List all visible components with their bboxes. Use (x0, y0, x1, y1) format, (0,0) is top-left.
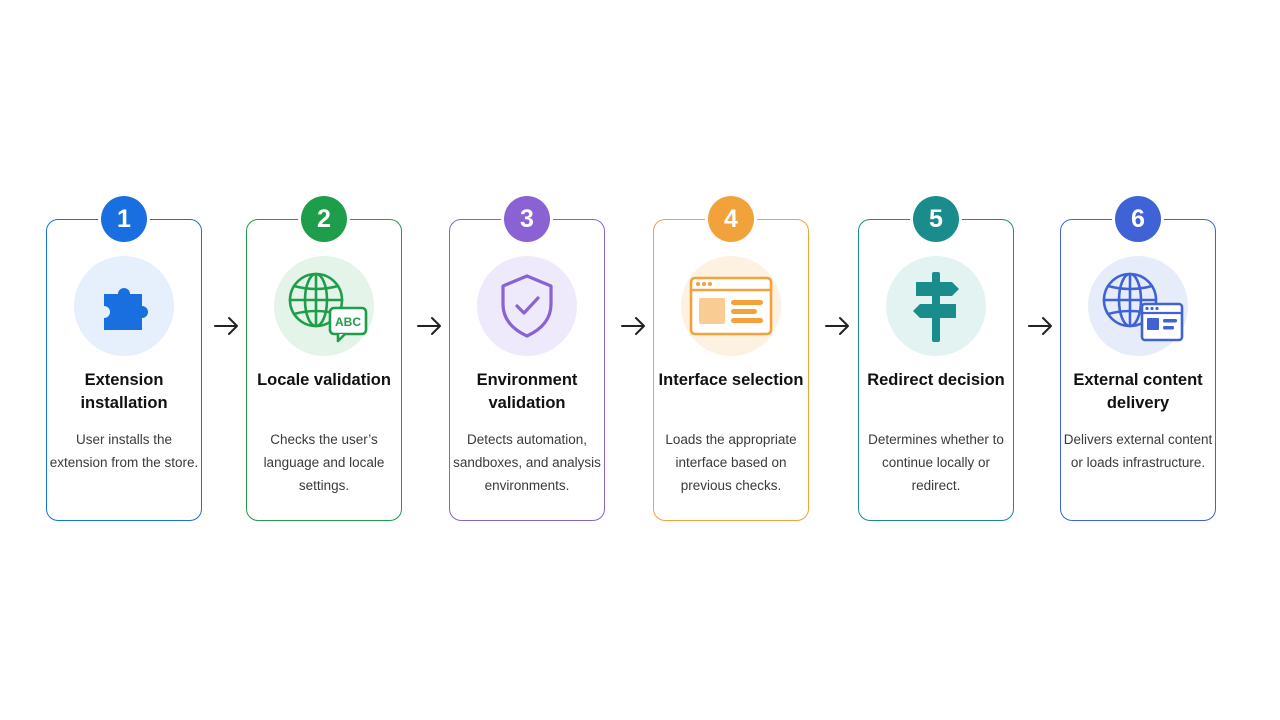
step-card-redirect-decision: 5 Redirect decision Determines whether t… (858, 196, 1014, 521)
step-description: Loads the appropriate interface based on… (665, 432, 797, 493)
shield-check-icon (501, 274, 553, 338)
arrow-right-icon (621, 317, 645, 335)
step-card-environment-validation: 3 Environment validation Detects automat… (449, 196, 605, 521)
step-card-external-content-delivery: 6 External conte (1060, 196, 1216, 521)
step-title: Interface selection (658, 371, 804, 389)
signpost-icon (913, 272, 959, 342)
step-number-badge: 1 (101, 196, 147, 242)
arrow-right-icon (1028, 317, 1052, 335)
step-title: External content delivery (1073, 371, 1203, 412)
icon-background: ABC (274, 256, 374, 356)
step-description: Detects automation, sandboxes, and analy… (453, 432, 601, 493)
arrow-right-icon (825, 317, 849, 335)
step-title: Redirect decision (867, 371, 1005, 389)
abc-label: ABC (335, 315, 361, 329)
step-description: User installs the extension from the sto… (49, 432, 199, 470)
step-number-badge: 5 (913, 196, 959, 242)
step-description: Delivers external content or loads infra… (1063, 432, 1213, 470)
step-title: Locale validation (257, 371, 391, 389)
step-description: Determines whether to continue locally o… (868, 432, 1004, 493)
browser-window-icon (689, 276, 773, 336)
globe-browser-icon (1102, 272, 1184, 342)
step-title: Extension installation (80, 371, 168, 412)
icon-background (886, 256, 986, 356)
step-card-locale-validation: 2 ABC Locale validation Checks the user’… (246, 196, 402, 521)
step-number-badge: 6 (1115, 196, 1161, 242)
arrow-right-icon (214, 317, 238, 335)
icon-background (477, 256, 577, 356)
globe-language-icon: ABC (288, 272, 368, 343)
arrow-right-icon (417, 317, 441, 335)
step-card-extension-installation: 1 Extension installation User installs t… (46, 196, 202, 521)
step-number-badge: 3 (504, 196, 550, 242)
icon-background (681, 256, 781, 356)
step-card-interface-selection: 4 Interface selection Loads the appropri… (653, 196, 809, 521)
icon-background (1088, 256, 1188, 356)
step-number-badge: 2 (301, 196, 347, 242)
icon-background (74, 256, 174, 356)
step-description: Checks the user’s language and locale se… (263, 432, 385, 493)
step-number-badge: 4 (708, 196, 754, 242)
step-title: Environment validation (476, 371, 578, 412)
puzzle-piece-icon (104, 288, 148, 330)
